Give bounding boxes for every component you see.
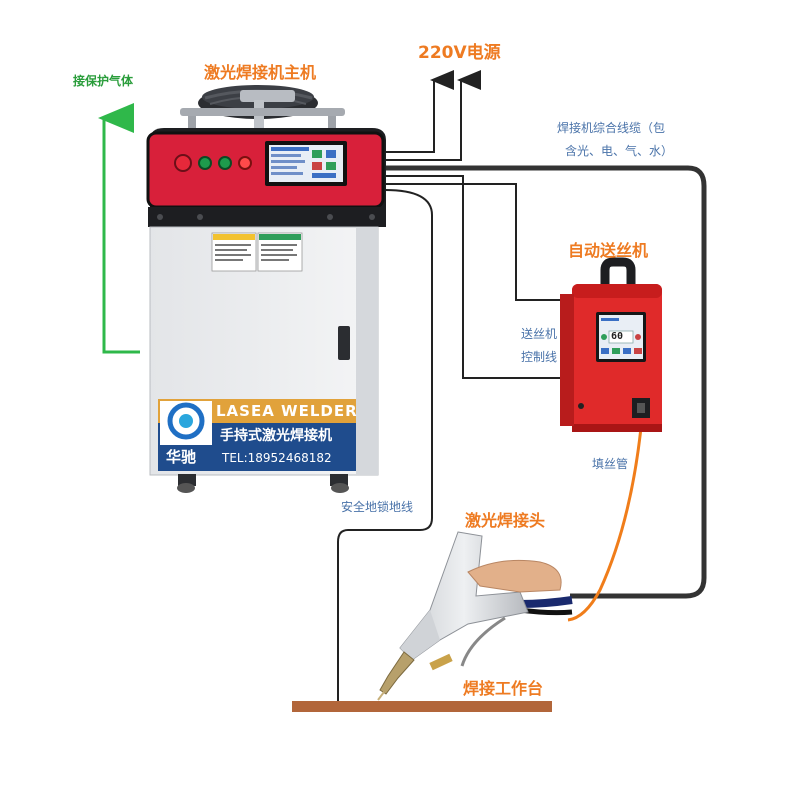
red-button xyxy=(238,156,252,170)
green-button-1 xyxy=(198,156,212,170)
ground-line-label: 安全地锁地线 xyxy=(341,500,414,514)
wire-filling-tube xyxy=(567,417,644,622)
power-cable-left xyxy=(385,70,454,153)
power-label: 220V电源 xyxy=(418,43,501,63)
brand-chinese-logo: 华驰 xyxy=(166,448,197,466)
brand-logo-icon xyxy=(167,402,205,440)
feeder-control-label-line1: 送丝机 xyxy=(521,327,558,341)
feeder-display-value: 60 xyxy=(611,331,624,342)
shield-gas-line xyxy=(98,103,140,354)
product-name: 手持式激光焊接机 xyxy=(220,428,332,444)
work-table-label: 焊接工作台 xyxy=(463,679,544,698)
welding-table xyxy=(292,701,552,712)
operator-hand xyxy=(467,559,562,593)
feeder-power-line xyxy=(385,183,572,301)
wire-feeder-label: 自动送丝机 xyxy=(568,241,649,260)
main-unit-label: 激光焊接机主机 xyxy=(204,63,317,82)
cabinet-door-handle xyxy=(338,326,350,360)
emergency-stop-button xyxy=(174,154,192,172)
integrated-cable-label-line2: 含光、电、气、水） xyxy=(565,144,674,158)
wire-tube-label: 填丝管 xyxy=(592,457,629,471)
main-unit xyxy=(146,85,386,493)
integrated-welding-cable xyxy=(385,165,707,599)
welding-head-label: 激光焊接头 xyxy=(465,511,546,530)
laser-welding-head xyxy=(377,531,573,701)
phone-number: TEL:18952468182 xyxy=(222,451,332,465)
power-cable-right xyxy=(385,70,481,161)
ground-cable xyxy=(337,189,433,705)
welding-nozzle xyxy=(379,651,415,695)
shield-gas-label: 接保护气体 xyxy=(73,74,134,88)
feeder-control-line xyxy=(385,175,572,379)
brand-english: LASEA WELDER xyxy=(216,402,358,420)
wire-feeder-unit xyxy=(560,257,662,432)
green-button-2 xyxy=(218,156,232,170)
feeder-control-label-line2: 控制线 xyxy=(521,350,558,364)
integrated-cable-label-line1: 焊接机综合线缆（包 xyxy=(557,121,666,135)
feeder-carry-handle xyxy=(600,257,636,288)
